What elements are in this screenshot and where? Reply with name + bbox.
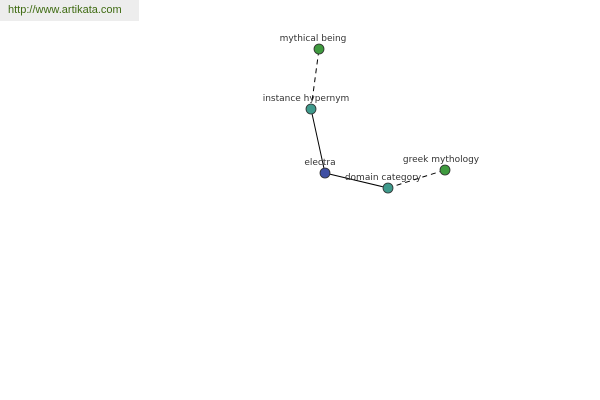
edge-instance-hypernym-to-mythical-being [310, 48, 320, 110]
node-domain-category-dot[interactable] [382, 182, 394, 194]
node-domain-category-label: domain category [345, 173, 422, 183]
graph-nodes: mythical being instance hypernym electra… [263, 34, 480, 194]
edge-focus-to-domain-category [324, 172, 389, 189]
node-greek-mythology-label: greek mythology [403, 155, 480, 165]
node-mythical-being-dot[interactable] [313, 43, 325, 55]
node-instance-hypernym-label: instance hypernym [263, 94, 350, 104]
edge-focus-to-instance-hypernym [310, 108, 326, 174]
node-electra-label: electra [304, 158, 335, 168]
node-electra-dot[interactable] [319, 167, 331, 179]
node-greek-mythology-dot[interactable] [439, 164, 451, 176]
node-mythical-being[interactable]: mythical being [280, 34, 347, 55]
node-instance-hypernym[interactable]: instance hypernym [263, 94, 350, 115]
node-greek-mythology[interactable]: greek mythology [403, 155, 480, 176]
node-domain-category[interactable]: domain category [345, 173, 422, 194]
edge-domain-category-to-greek-mythology [387, 169, 446, 189]
source-url[interactable]: http://www.artikata.com [0, 0, 139, 21]
node-electra[interactable]: electra [304, 158, 336, 179]
node-mythical-being-label: mythical being [280, 34, 347, 44]
node-instance-hypernym-dot[interactable] [305, 103, 317, 115]
graph-edges [310, 48, 446, 189]
